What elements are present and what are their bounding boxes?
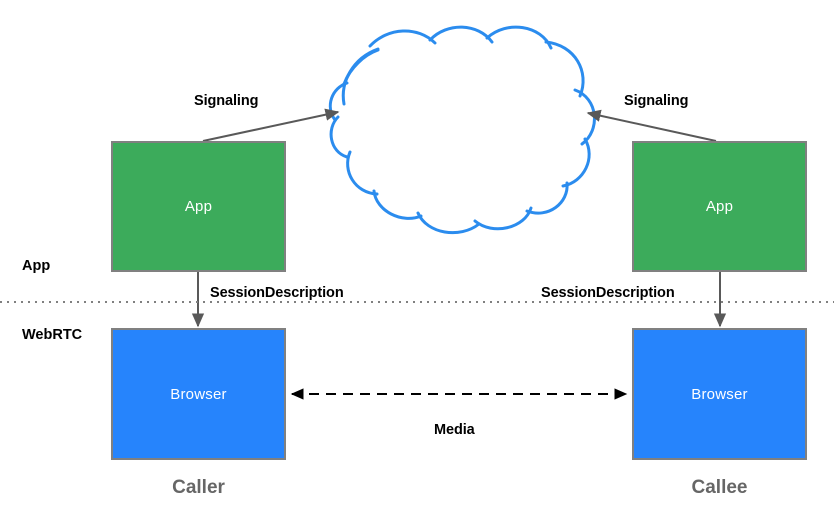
browser-box-callee-label: Browser xyxy=(691,385,748,403)
app-box-callee[interactable]: App xyxy=(632,141,807,272)
layer-label-webrtc: WebRTC xyxy=(22,327,83,343)
app-box-caller[interactable]: App xyxy=(111,141,286,272)
signaling-arrow-callee xyxy=(586,109,717,142)
layer-label-app: App xyxy=(22,258,51,274)
sessiondescription-label-callee: SessionDescription xyxy=(541,285,675,301)
browser-box-caller-label: Browser xyxy=(170,385,227,403)
sessiondescription-label-caller: SessionDescription xyxy=(210,285,344,301)
signaling-label-caller: Signaling xyxy=(194,93,259,109)
browser-box-caller[interactable]: Browser xyxy=(111,328,286,460)
app-box-callee-label: App xyxy=(705,198,734,215)
party-label-caller: Caller xyxy=(172,477,225,498)
signaling-label-callee: Signaling xyxy=(624,93,689,109)
app-box-caller-label: App xyxy=(184,198,213,215)
browser-box-callee[interactable]: Browser xyxy=(632,328,807,460)
media-label: Media xyxy=(434,422,475,438)
party-label-callee: Callee xyxy=(691,477,748,498)
signaling-server-cloud xyxy=(328,25,596,234)
signaling-arrow-caller xyxy=(202,108,340,142)
